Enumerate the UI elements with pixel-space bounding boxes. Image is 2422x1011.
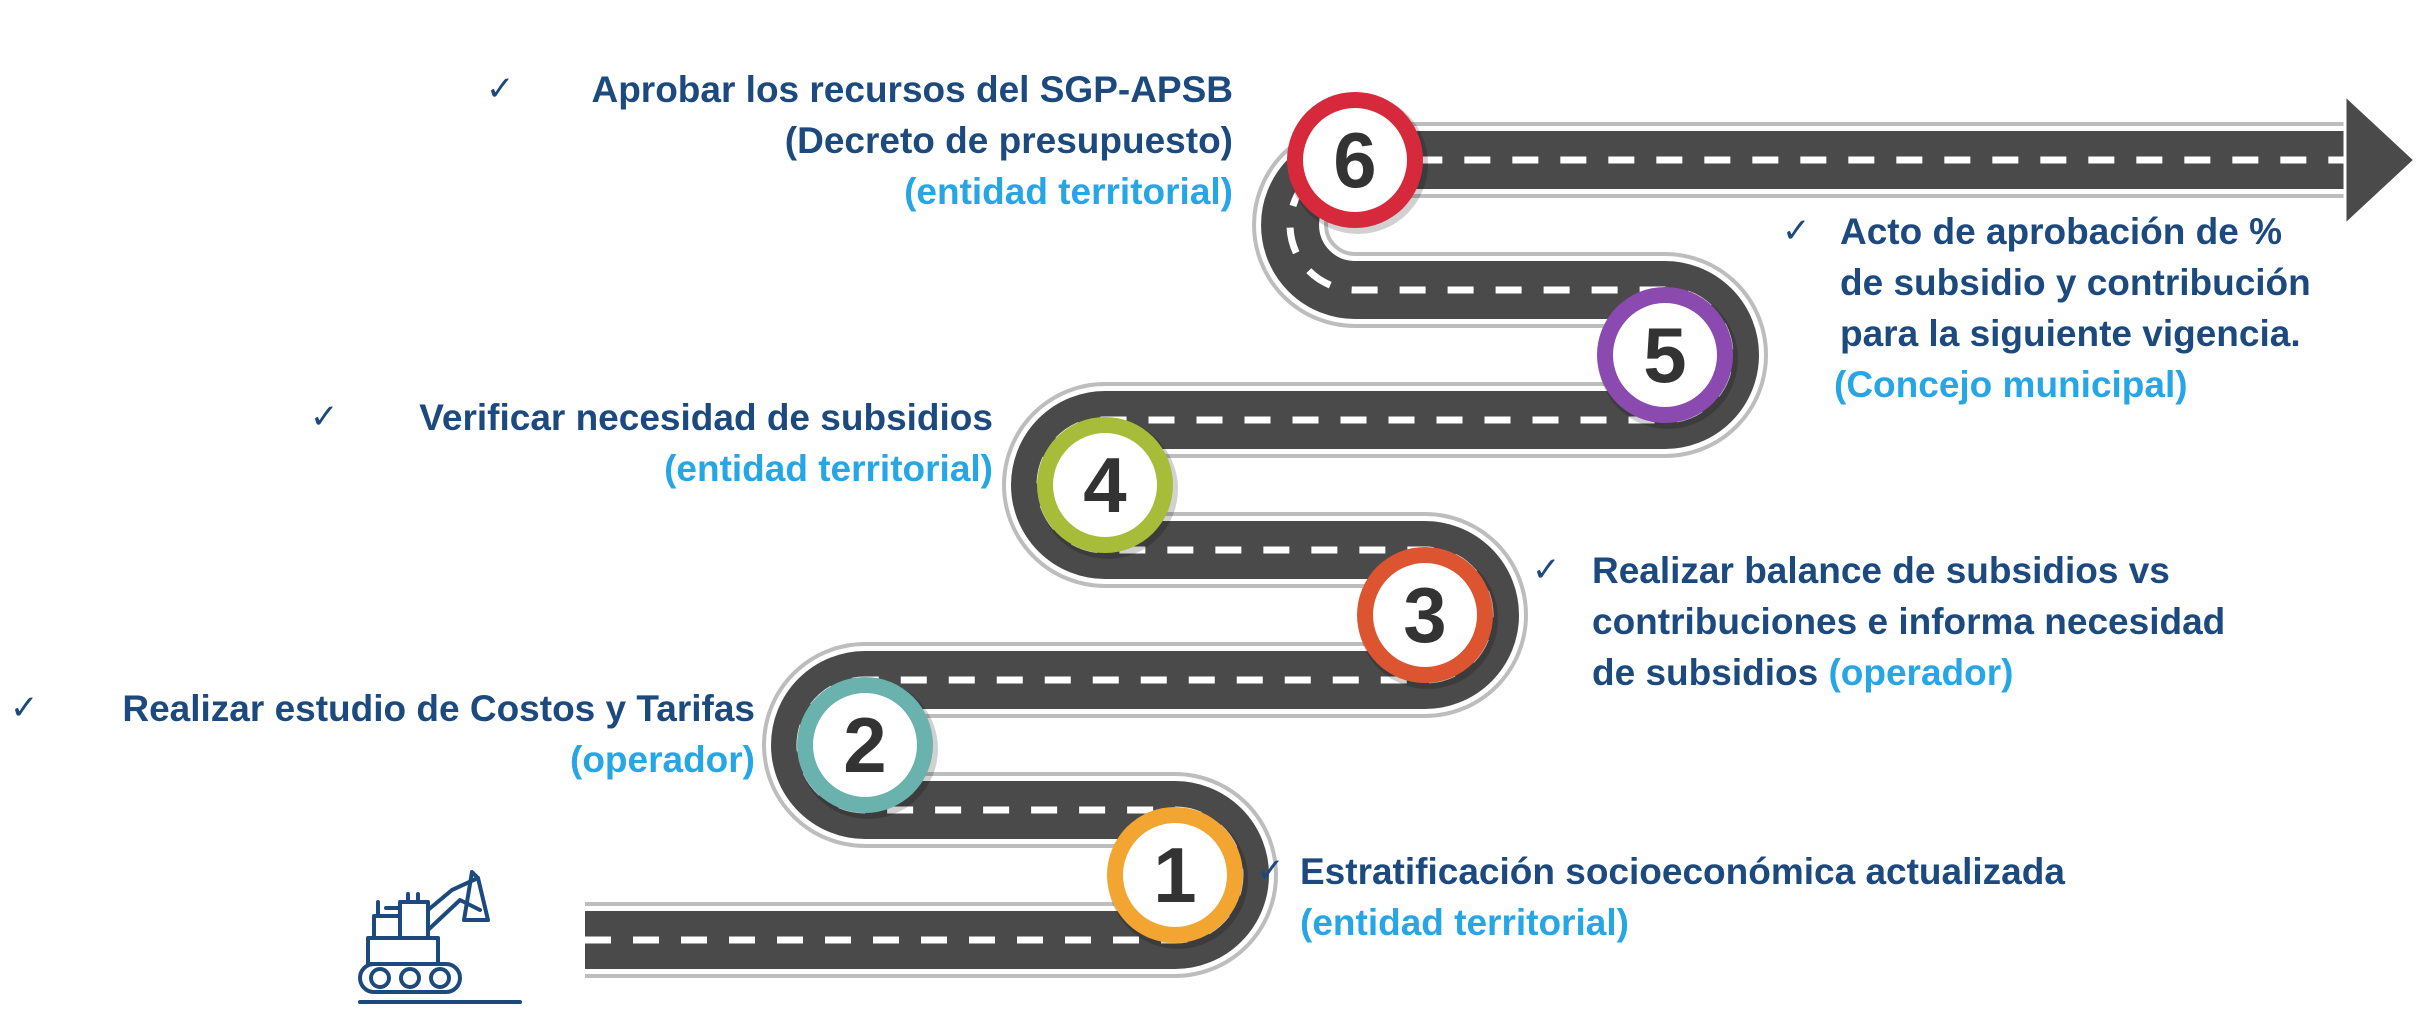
check-icon: ✓ (1782, 211, 1811, 251)
marker-center (1303, 108, 1407, 212)
step-1-text: ✓ Estratificación socioeconómica actuali… (1256, 846, 2065, 948)
step-3-marker: 3 (1357, 547, 1498, 689)
step-6-line-2: (Decreto de presupuesto) (784, 120, 1233, 161)
check-icon: ✓ (1532, 550, 1561, 590)
marker-number: 2 (843, 701, 886, 789)
step-2-role: (operador) (570, 739, 755, 780)
marker-center (1613, 303, 1717, 407)
marker-center (1053, 433, 1157, 537)
marker-number: 1 (1153, 831, 1196, 919)
step-3-line-3: de subsidios (operador) (1592, 647, 2225, 698)
step-1-title: Estratificación socioeconómica actualiza… (1300, 851, 2065, 892)
step-5-text: ✓ Acto de aprobación de % de subsidio y … (1782, 206, 2311, 410)
check-icon: ✓ (310, 397, 339, 437)
check-icon: ✓ (1256, 851, 1285, 891)
step-3-text: ✓ Realizar balance de subsidios vs contr… (1532, 545, 2226, 698)
step-3-role: (operador) (1828, 652, 2014, 693)
step-1-marker: 1 (1107, 807, 1248, 949)
step-4-role: (entidad territorial) (664, 448, 993, 489)
step-6-role: (entidad territorial) (904, 171, 1233, 212)
step-5-marker: 5 (1597, 287, 1738, 429)
marker-number: 3 (1403, 571, 1446, 659)
marker-number: 5 (1643, 311, 1686, 399)
step-5-line-2: de subsidio y contribución (1840, 262, 2311, 303)
step-6-line-1: Aprobar los recursos del SGP-APSB (591, 69, 1233, 110)
marker-center (813, 693, 917, 797)
step-5-line-1: Acto de aprobación de % (1840, 211, 2283, 252)
check-icon: ✓ (486, 69, 515, 109)
marker-center (1123, 823, 1227, 927)
step-2-text: ✓ Realizar estudio de Costos y Tarifas (… (10, 683, 755, 785)
step-3-line-1: Realizar balance de subsidios vs (1592, 550, 2170, 591)
marker-number: 6 (1333, 116, 1376, 204)
step-3-line-2: contribuciones e informa necesidad (1592, 601, 2226, 642)
check-icon: ✓ (10, 688, 39, 728)
loader-machine-icon (358, 870, 522, 1004)
step-6-text: ✓ Aprobar los recursos del SGP-APSB (Dec… (470, 64, 1233, 217)
step-1-role: (entidad territorial) (1300, 902, 1629, 943)
step-6-marker: 6 (1287, 92, 1428, 234)
step-4-text: ✓ Verificar necesidad de subsidios (enti… (310, 392, 993, 494)
marker-center (1373, 563, 1477, 667)
step-4-title: Verificar necesidad de subsidios (419, 397, 993, 438)
step-2-marker: 2 (797, 677, 938, 819)
marker-number: 4 (1083, 441, 1126, 529)
step-2-title: Realizar estudio de Costos y Tarifas (122, 688, 755, 729)
road-center-dashes (585, 156, 2350, 944)
arrow-right-icon (2343, 91, 2418, 229)
step-5-line-3: para la siguiente vigencia. (1840, 313, 2301, 354)
step-3-last: de subsidios (1592, 652, 1819, 693)
step-5-role: (Concejo municipal) (1834, 364, 2188, 405)
step-4-marker: 4 (1037, 417, 1178, 559)
